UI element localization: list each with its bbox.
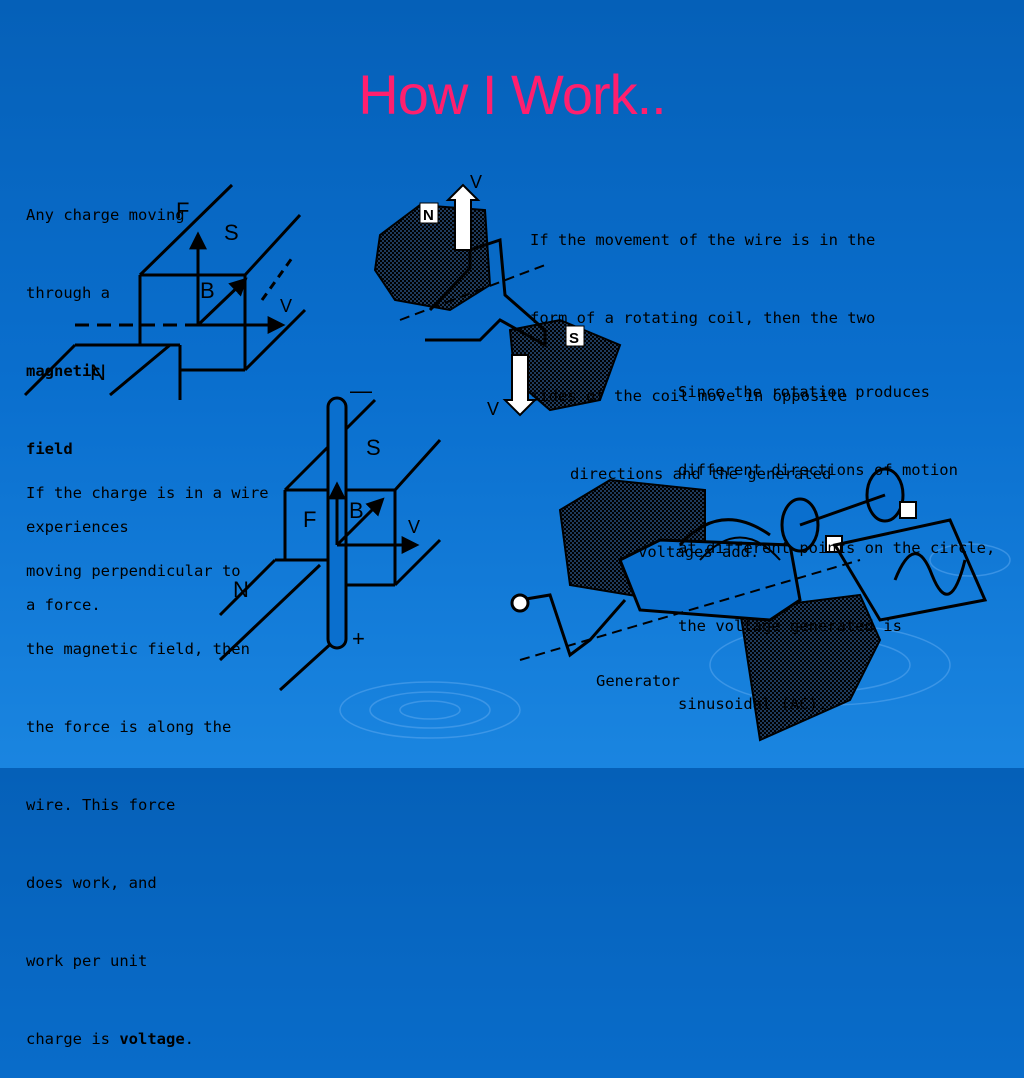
panel4-line: different directions of motion xyxy=(678,461,958,479)
label-velocity-down: V xyxy=(487,399,499,419)
panel1-bold-line: magnetic xyxy=(26,362,101,380)
panel3-text: If the movement of the wire is in the fo… xyxy=(530,175,875,591)
label-velocity-up: V xyxy=(470,172,482,192)
label-south-3: S xyxy=(569,330,579,347)
label-velocity: V xyxy=(280,296,292,316)
wire-in-field-diagram xyxy=(218,396,442,692)
label-minus: — xyxy=(350,378,372,403)
panel4-line: at different points on the circle, xyxy=(678,539,996,557)
panel1-line: a force. xyxy=(26,596,101,614)
panel4-line: the voltage generated is xyxy=(678,617,902,635)
label-field-2: B xyxy=(349,498,364,523)
panel3-line: form of a rotating coil, then the two xyxy=(530,309,876,327)
panel2-line: wire. This force xyxy=(26,796,176,814)
label-north: N xyxy=(90,360,106,385)
panel2-line: charge is voltage. xyxy=(26,1030,194,1048)
label-force: F xyxy=(176,198,189,223)
label-velocity-2: V xyxy=(408,517,420,537)
panel1-line: experiences xyxy=(26,518,129,536)
panel2-line: work per unit xyxy=(26,952,148,970)
panel4-text: Since the rotation produces different di… xyxy=(678,327,995,743)
panel1-bold-line: field xyxy=(26,440,73,458)
panel4-line: Since the rotation produces xyxy=(678,383,930,401)
charge-in-field-diagram xyxy=(23,183,307,400)
panel2-line: does work, and xyxy=(26,874,157,892)
label-plus: + xyxy=(352,626,365,651)
panel1-text: Any charge moving through a magnetic fie… xyxy=(26,150,185,644)
panel2-line: If the charge is in a wire xyxy=(26,484,269,502)
panel2-line: the magnetic field, then xyxy=(26,640,250,658)
panel2-line: the force is along the xyxy=(26,718,232,736)
panel3-line: sides of the coil move in opposite xyxy=(530,387,848,405)
generator-caption: Generator xyxy=(596,672,680,690)
label-north-3: N xyxy=(423,207,434,224)
physics-illustrations: F S B V N — + S F B V N N S V xyxy=(23,172,1011,742)
label-force-2: F xyxy=(303,507,316,532)
panel3-line: voltages add. xyxy=(638,543,760,561)
label-south: S xyxy=(224,220,239,245)
label-field: B xyxy=(200,278,215,303)
panel4-line: sinusoidal (AC). xyxy=(678,695,828,713)
panel1-line: through a xyxy=(26,284,110,302)
panel2-line: moving perpendicular to xyxy=(26,562,241,580)
label-north-2: N xyxy=(233,577,249,602)
slide-title: How I Work.. xyxy=(358,63,666,126)
panel3-line: If the movement of the wire is in the xyxy=(530,231,876,249)
panel1-line: Any charge moving xyxy=(26,206,185,224)
generator-illustration xyxy=(510,467,988,742)
rotating-coil-diagram xyxy=(373,183,622,417)
panel3-line: directions and the generated xyxy=(570,465,832,483)
panel2-text: If the charge is in a wire moving perpen… xyxy=(26,428,269,1078)
label-south-2: S xyxy=(366,435,381,460)
